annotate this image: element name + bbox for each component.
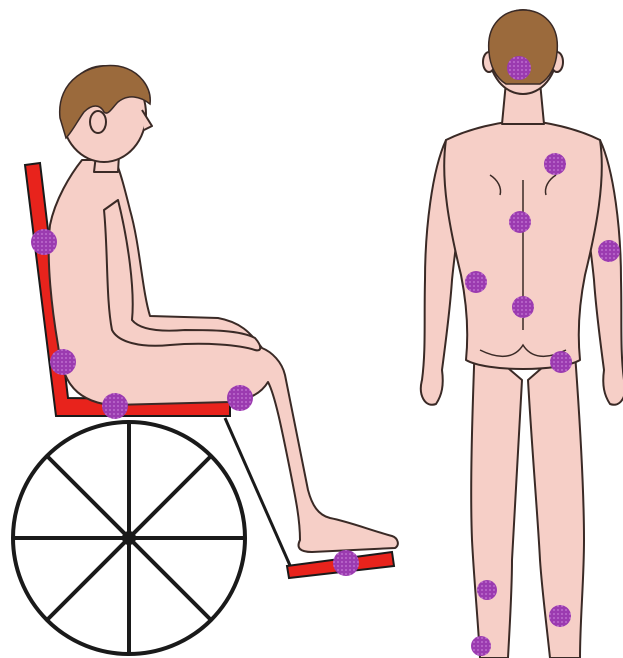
pressure-point-knee-left <box>477 580 497 600</box>
seated-body <box>49 66 398 552</box>
standing-body <box>421 10 623 658</box>
pressure-point-ischium <box>102 393 128 419</box>
pressure-point-heel <box>333 550 359 576</box>
pressure-point-shoulder-blade <box>31 229 57 255</box>
pressure-point-spine-lower <box>512 296 534 318</box>
pressure-point-sacrum <box>50 349 76 375</box>
pressure-point-elbow-right <box>598 240 620 262</box>
pressure-point-heel-left <box>471 636 491 656</box>
wheelchair-wheel <box>13 422 245 654</box>
pressure-point-spine-upper <box>509 211 531 233</box>
pressure-point-knee-right <box>549 605 571 627</box>
standing-figure <box>421 10 623 658</box>
pressure-point-back-of-knee <box>227 385 253 411</box>
pressure-point-scapula-right <box>544 153 566 175</box>
pressure-point-elbow-left <box>465 271 487 293</box>
pressure-point-occiput <box>507 56 531 80</box>
pressure-point-buttock <box>550 351 572 373</box>
seated-figure <box>13 65 398 654</box>
